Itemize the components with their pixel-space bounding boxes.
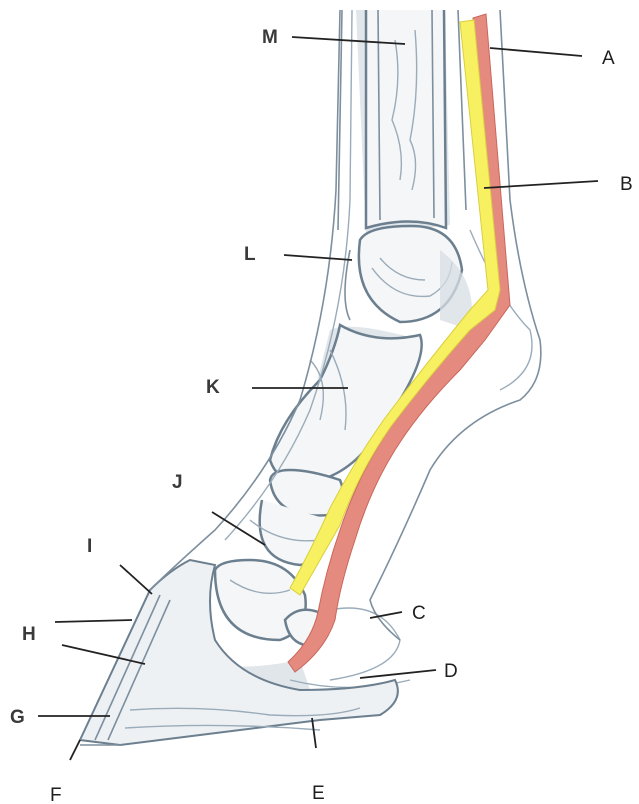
label-h: H	[22, 624, 36, 645]
leader-a	[490, 48, 582, 56]
leader-d	[360, 670, 436, 678]
leader-l	[284, 255, 352, 260]
label-i: I	[87, 536, 92, 557]
label-m: M	[262, 27, 278, 48]
label-d: D	[444, 661, 458, 682]
leader-j	[212, 512, 265, 545]
label-l: L	[244, 244, 256, 265]
label-k: K	[206, 377, 220, 398]
label-e: E	[312, 783, 325, 804]
label-a: A	[602, 48, 615, 69]
label-g: G	[10, 707, 25, 728]
leader-b	[484, 181, 598, 188]
leader-i	[120, 565, 152, 594]
label-j: J	[172, 472, 183, 493]
label-b: B	[620, 174, 633, 195]
leader-f	[70, 740, 80, 760]
label-f: F	[50, 785, 62, 804]
label-c: C	[412, 603, 426, 624]
leader-e	[312, 718, 316, 748]
leader-h1	[55, 620, 132, 622]
